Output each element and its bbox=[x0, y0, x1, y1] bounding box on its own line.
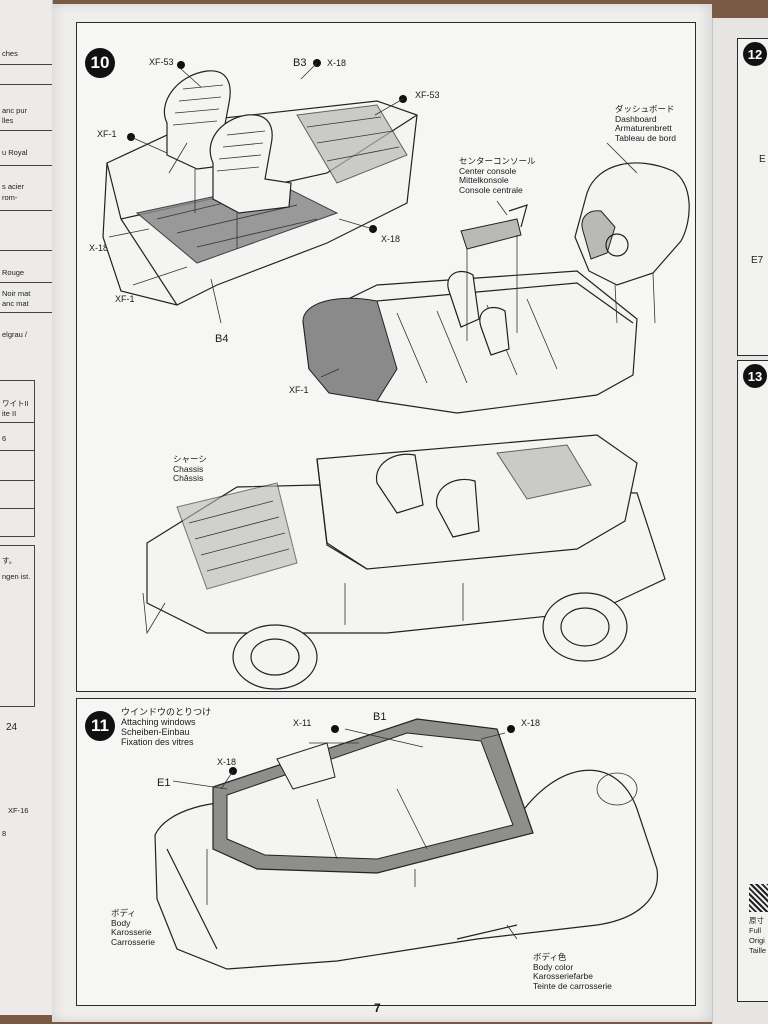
right-fragment: Full bbox=[749, 926, 762, 935]
part-label-x18: X-18 bbox=[521, 718, 541, 728]
step-number-badge: 10 bbox=[85, 48, 115, 78]
left-fragment: ngen ist. bbox=[2, 572, 31, 581]
left-fragment: ite II bbox=[2, 409, 17, 418]
left-fragment: 24 bbox=[6, 722, 18, 733]
lower-tub-drawing bbox=[302, 142, 690, 414]
right-fragment: E7 bbox=[751, 255, 764, 266]
left-fragment: Rouge bbox=[2, 268, 25, 277]
part-label-xf1: XF-1 bbox=[115, 294, 135, 304]
part-label-xf1: XF-1 bbox=[97, 129, 117, 139]
step-11-panel: 11 ウインドウのとりつけ Attaching windows Scheiben… bbox=[76, 698, 696, 1006]
step-number-badge: 11 bbox=[85, 711, 115, 741]
step-11-drawing bbox=[154, 718, 659, 970]
step-11-title: ウインドウのとりつけ Attaching windows Scheiben-Ei… bbox=[121, 707, 212, 747]
part-label-e1: E1 bbox=[157, 777, 171, 789]
left-fragment: u Royal bbox=[2, 148, 28, 157]
right-page-edge: 12 E E7 13 原寸 Full Origi Taille bbox=[712, 18, 768, 1024]
left-page-edge: ches anc pur lles u Royal s acier rom- R… bbox=[0, 0, 53, 1015]
part-label-b4: B4 bbox=[215, 333, 229, 345]
instruction-page: 10 XF-53 B3 X-18 XF-53 XF-1 X-18 XF-1 X-… bbox=[52, 4, 712, 1022]
step-number-badge: 13 bbox=[743, 364, 767, 388]
center-console-label: センターコンソール Center console Mittelkonsole C… bbox=[459, 156, 536, 195]
left-fragment: rom- bbox=[2, 193, 18, 202]
right-fragment: E bbox=[759, 154, 766, 165]
interior-tub-drawing bbox=[102, 62, 418, 324]
right-fragment: 原寸 bbox=[749, 916, 764, 925]
chassis-label: シャーシ Chassis Châssis bbox=[173, 454, 207, 484]
left-fragment: 6 bbox=[2, 434, 7, 443]
left-fragment: ches bbox=[2, 49, 18, 58]
left-fragment: s acier bbox=[2, 182, 25, 191]
part-label-x18: X-18 bbox=[217, 757, 237, 767]
step-10-drawings bbox=[102, 59, 690, 690]
screw-icon bbox=[229, 725, 515, 775]
left-fragment: す。 bbox=[2, 556, 17, 565]
part-label-b3: B3 bbox=[293, 57, 307, 69]
part-label-x18: X-18 bbox=[381, 234, 401, 244]
dashboard-label: ダッシュボード Dashboard Armaturenbrett Tableau… bbox=[615, 104, 676, 143]
left-fragment: XF-16 bbox=[8, 806, 29, 815]
right-fragment: Taille bbox=[749, 946, 767, 955]
part-label-x11: X-11 bbox=[293, 718, 312, 728]
left-fragment: anc pur bbox=[2, 106, 28, 115]
step-10-panel: 10 XF-53 B3 X-18 XF-53 XF-1 X-18 XF-1 X-… bbox=[76, 22, 696, 692]
chassis-drawing bbox=[142, 434, 666, 690]
part-label-xf53: XF-53 bbox=[149, 57, 174, 67]
body-color-label: ボディ色 Body color Karosseriefarbe Teinte d… bbox=[533, 952, 612, 991]
left-fragment: ワイトII bbox=[2, 399, 29, 408]
left-fragment: 8 bbox=[2, 829, 7, 838]
page-number: 7 bbox=[374, 1001, 381, 1015]
part-label-xf1: XF-1 bbox=[289, 385, 309, 395]
part-label-x18: X-18 bbox=[327, 58, 347, 68]
left-fragment: lles bbox=[2, 116, 14, 125]
left-fragment: Noir mat bbox=[2, 289, 31, 298]
part-label-b1: B1 bbox=[373, 711, 387, 723]
left-fragment: anc mat bbox=[2, 299, 29, 308]
left-fragment: elgrau / bbox=[2, 330, 28, 339]
part-label-x18: X-18 bbox=[89, 243, 109, 253]
right-fragment: Origi bbox=[749, 936, 765, 945]
body-label: ボディ Body Karosserie Carrosserie bbox=[111, 908, 155, 947]
step-number-badge: 12 bbox=[743, 42, 767, 66]
part-label-xf53: XF-53 bbox=[415, 90, 440, 100]
